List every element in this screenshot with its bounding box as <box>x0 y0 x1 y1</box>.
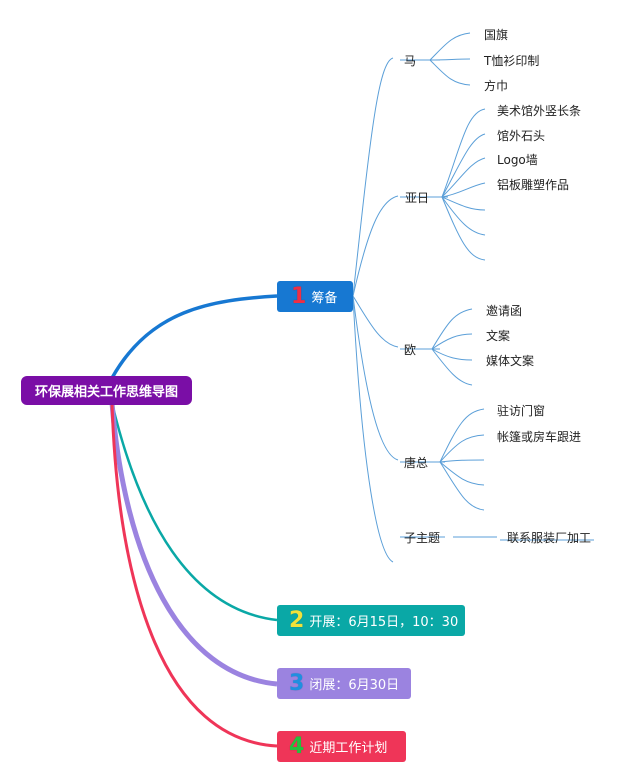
branch-label-3: 闭展：6月30日 <box>309 678 400 693</box>
subtopic-tang-2[interactable]: 帐篷或房车跟进 <box>497 430 582 444</box>
subtopic-sub-1[interactable]: 联系服装厂加工 <box>507 531 592 545</box>
subtopic-tang-1[interactable]: 驻访门窗 <box>497 404 546 418</box>
topic-yari[interactable]: 亚日 <box>405 191 430 205</box>
branch-node-4[interactable]: 4 近期工作计划 <box>277 731 406 762</box>
link-root-branch-3 <box>109 402 278 687</box>
branch-node-3[interactable]: 3 闭展：6月30日 <box>277 668 411 699</box>
branch-node-2[interactable]: 2 开展：6月15日，10：30 <box>277 605 465 636</box>
link-branch1-topic-ou <box>352 295 399 348</box>
subtopic-ma-1[interactable]: 国旗 <box>484 28 509 42</box>
link-root-branch-1 <box>110 294 278 379</box>
link-branch1-topic-tang <box>352 295 399 461</box>
subtopic-ma-3[interactable]: 方巾 <box>484 79 509 93</box>
subtopic-ma-2[interactable]: T恤衫印制 <box>484 54 540 68</box>
subtopic-ou-2[interactable]: 文案 <box>486 329 511 343</box>
topic-tang[interactable]: 唐总 <box>404 456 429 470</box>
topic-ma[interactable]: 马 <box>404 54 417 68</box>
branch-number-1: 1 <box>291 283 307 309</box>
branch-number-2: 2 <box>289 607 305 633</box>
branch-node-1[interactable]: 1 筹备 <box>277 281 353 312</box>
link-branch1-topic-yari <box>352 195 399 297</box>
link-branch1-topic-ma <box>352 57 394 297</box>
branch-number-4: 4 <box>289 733 305 759</box>
root-node-label: 环保展相关工作思维导图 <box>34 385 178 400</box>
link-root-branch-4 <box>110 402 278 748</box>
branch-number-3: 3 <box>289 670 305 696</box>
link-branch1-topic-sub <box>352 295 394 563</box>
subtopic-ou-1[interactable]: 邀请函 <box>486 304 523 318</box>
subtopic-ou-3[interactable]: 媒体文案 <box>486 354 535 368</box>
branch-label-1: 筹备 <box>311 291 338 306</box>
subtopic-yari-4[interactable]: 铝板雕塑作品 <box>497 178 570 192</box>
topic-sub[interactable]: 子主题 <box>404 531 441 545</box>
subtopic-yari-1[interactable]: 美术馆外竖长条 <box>497 104 582 118</box>
branch-label-2: 开展：6月15日，10：30 <box>309 615 459 630</box>
link-root-branch-2 <box>110 402 278 622</box>
subtopic-yari-2[interactable]: 馆外石头 <box>497 129 546 143</box>
subtopic-yari-3[interactable]: Logo墙 <box>497 153 538 167</box>
branch-label-4: 近期工作计划 <box>309 741 388 756</box>
topic-ou[interactable]: 欧 <box>404 343 417 357</box>
root-node[interactable]: 环保展相关工作思维导图 <box>21 376 192 405</box>
